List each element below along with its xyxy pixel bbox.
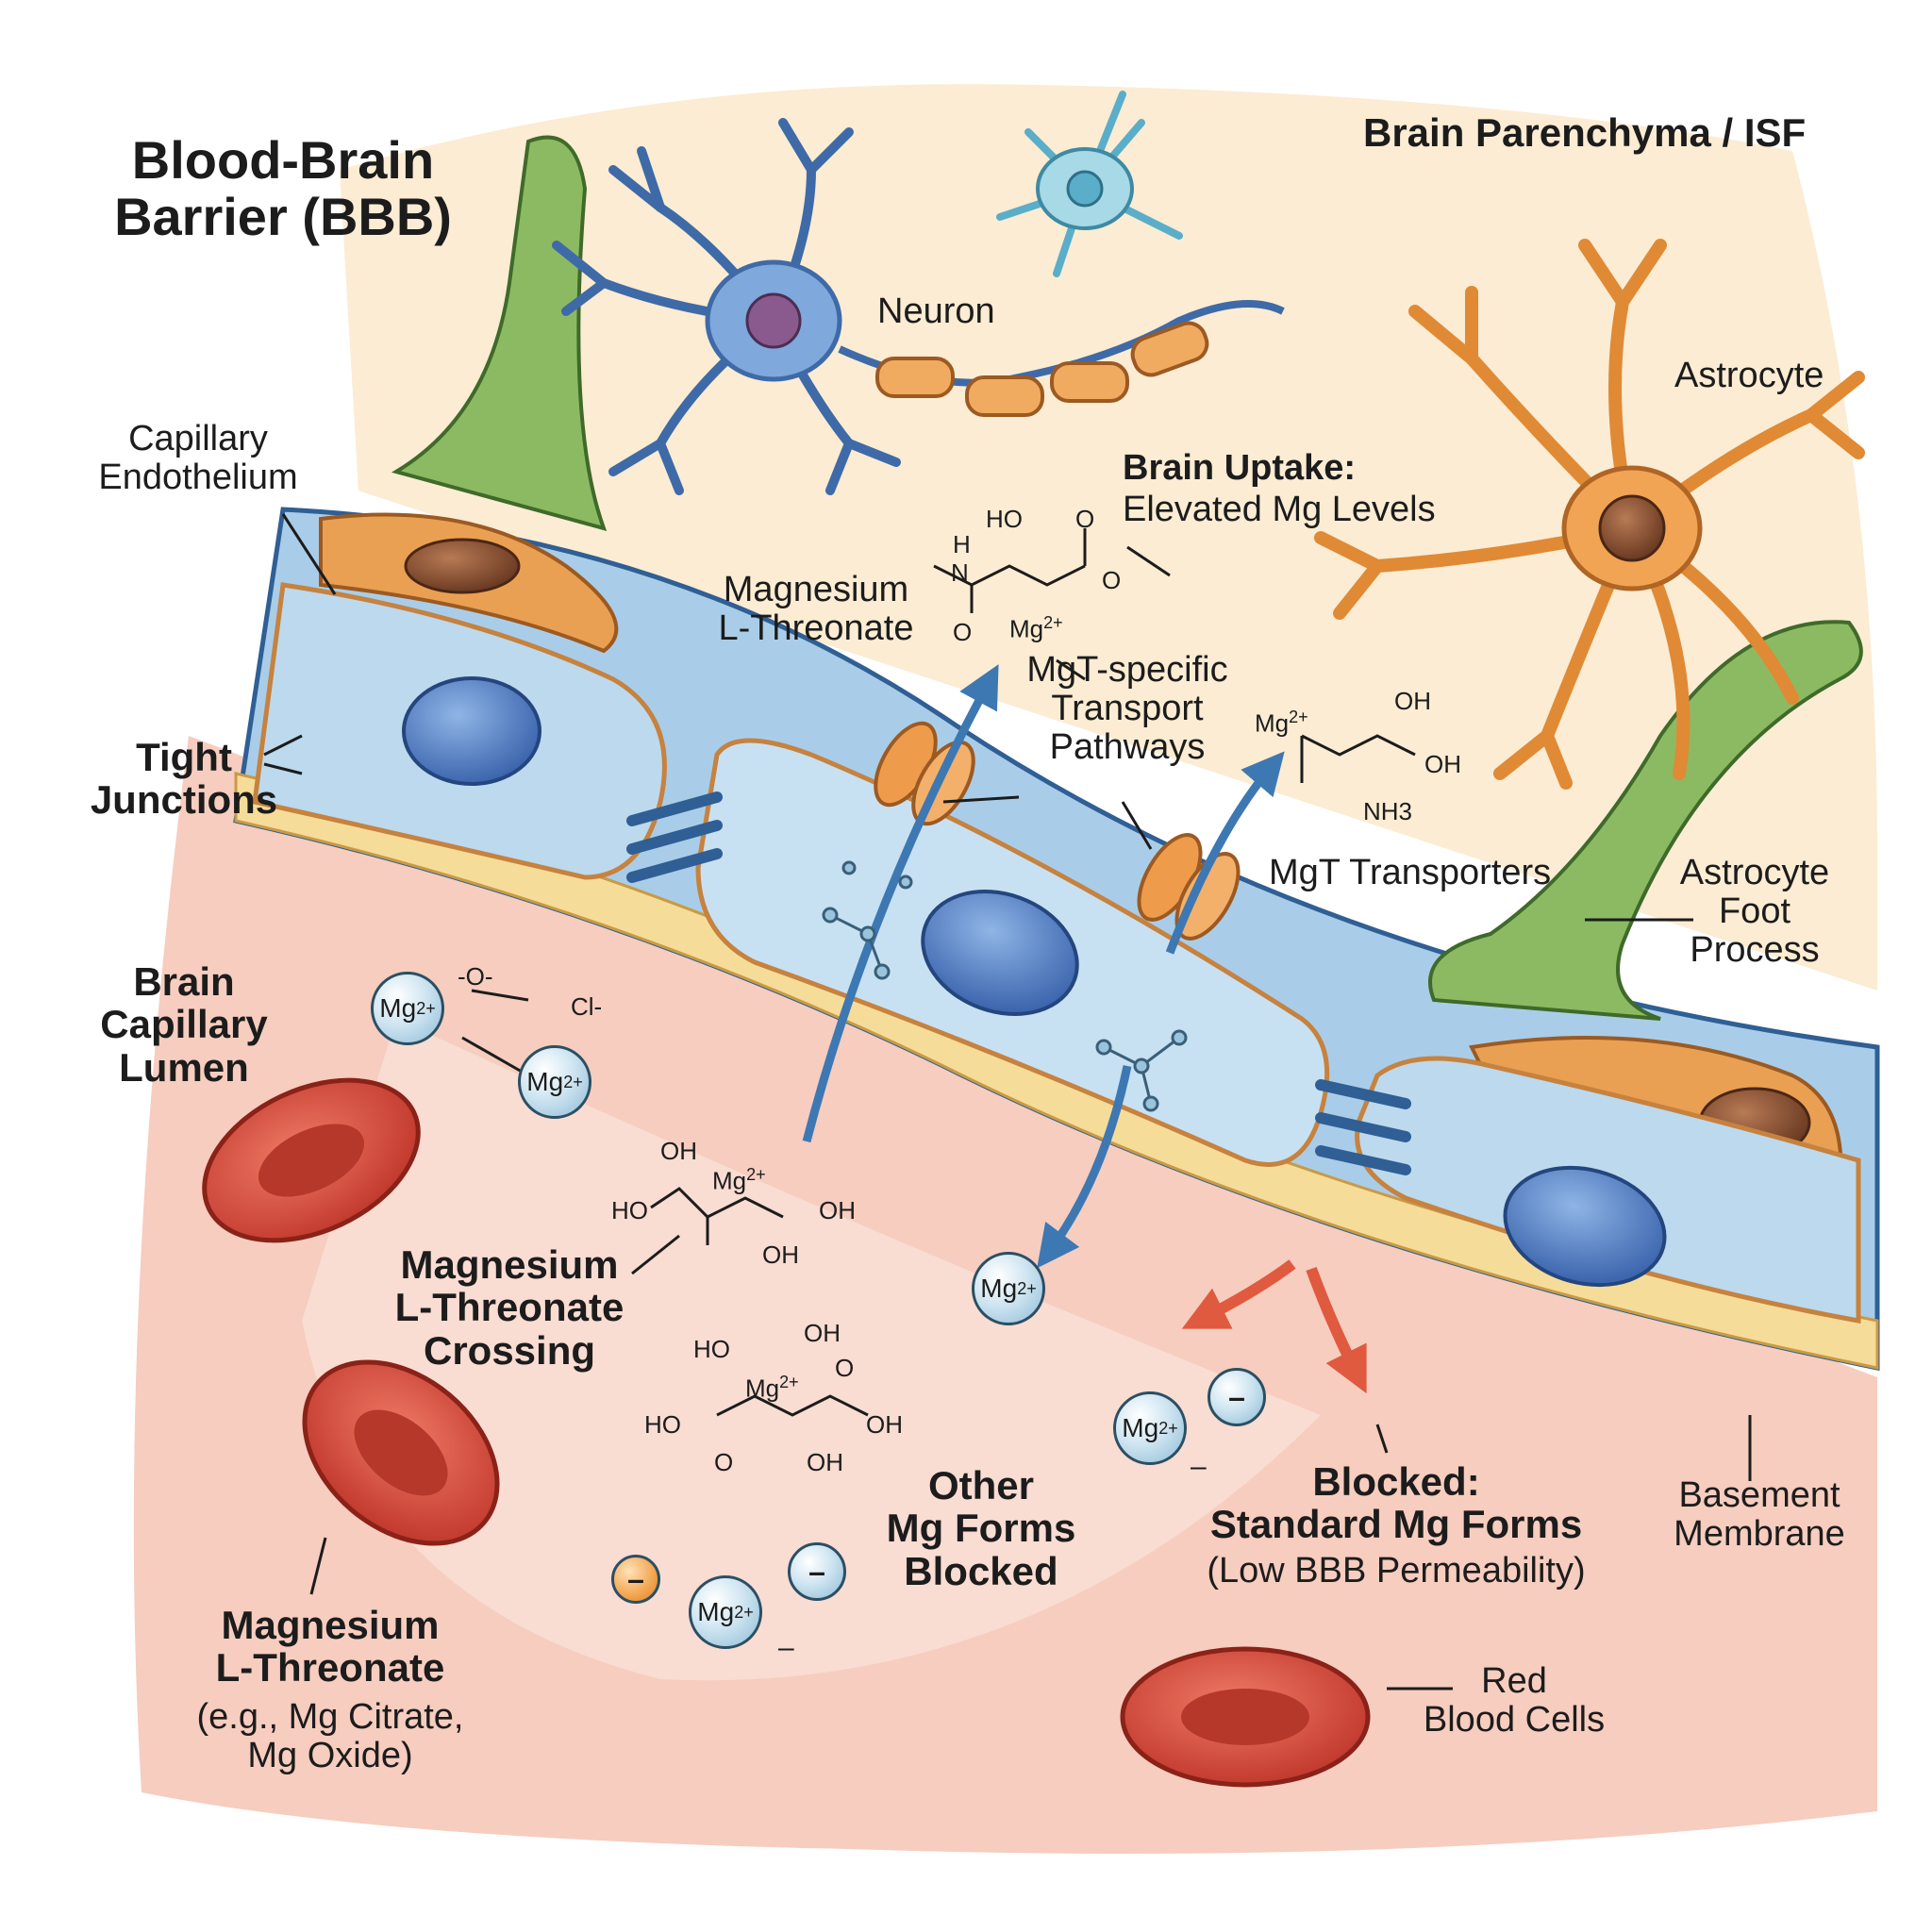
label-blocked-desc: (Low BBB Permeability) bbox=[1207, 1551, 1586, 1591]
red-blood-cell-3 bbox=[1120, 1646, 1371, 1788]
minus-sign-left: – bbox=[778, 1632, 794, 1663]
label-brain-uptake-desc: Elevated Mg Levels bbox=[1123, 490, 1436, 529]
tight-junction-left bbox=[626, 791, 723, 883]
astrocyte-nucleus bbox=[1598, 494, 1666, 562]
transport-arrow-2 bbox=[1165, 751, 1285, 955]
chem-low-mg: Mg2+ bbox=[745, 1373, 799, 1403]
blocked-arrow-2 bbox=[1306, 1266, 1367, 1394]
chem-right-mg: Mg2+ bbox=[1255, 708, 1308, 738]
chem-top-o2: O bbox=[1102, 566, 1122, 594]
chem-right-oh1: OH bbox=[1394, 687, 1431, 715]
molecule-cluster-1 bbox=[822, 860, 913, 980]
label-crossing: Magnesium L-Threonate Crossing bbox=[394, 1242, 625, 1373]
chem-top-ho: HO bbox=[986, 505, 1023, 533]
endothelial-nucleus-2 bbox=[921, 890, 1079, 1016]
tight-junction-right bbox=[1315, 1079, 1411, 1175]
label-capillary-endothelium: Capillary Endothelium bbox=[98, 419, 298, 498]
anion-orange: – bbox=[611, 1555, 660, 1604]
leader-lines bbox=[263, 513, 1752, 1690]
pericyte-nucleus bbox=[404, 538, 521, 594]
chem-oxide: -O- bbox=[458, 962, 493, 991]
region-label-parenchyma: Brain Parenchyma / ISF bbox=[1363, 110, 1807, 155]
label-astrocyte: Astrocyte bbox=[1674, 356, 1824, 395]
lumen-inner-glow bbox=[302, 1019, 1321, 1681]
label-other-blocked: Other Mg Forms Blocked bbox=[886, 1463, 1076, 1593]
label-tight-junctions: Tight Junctions bbox=[90, 735, 278, 823]
chem-low-ho2: HO bbox=[644, 1410, 681, 1439]
chem-cross-oh2: OH bbox=[819, 1196, 856, 1224]
transporter-2 bbox=[1137, 833, 1241, 941]
chem-low-oh3: OH bbox=[807, 1448, 843, 1476]
myelin-sheath bbox=[875, 321, 1209, 417]
diagram-title: Blood-Brain Barrier (BBB) bbox=[114, 130, 452, 247]
chem-right-oh2: OH bbox=[1424, 750, 1461, 778]
anion-right: – bbox=[1208, 1368, 1266, 1426]
chem-low-ho1: HO bbox=[693, 1335, 730, 1363]
astrocyte-foot-process-left bbox=[391, 135, 608, 531]
label-neuron: Neuron bbox=[877, 291, 995, 331]
red-blood-cell-1 bbox=[202, 1077, 421, 1243]
blocked-arrow-1 bbox=[1181, 1259, 1296, 1329]
label-mgt-pathways: MgT-specific Transport Pathways bbox=[1026, 650, 1228, 768]
efflux-arrow bbox=[1037, 1065, 1132, 1269]
region-label-lumen: Brain Capillary Lumen bbox=[100, 959, 268, 1090]
neuron-nucleus bbox=[745, 292, 802, 349]
chem-low-o2: O bbox=[714, 1448, 734, 1476]
chem-cross-oh3: OH bbox=[762, 1241, 799, 1269]
chem-top-o: O bbox=[1075, 505, 1095, 533]
endothelial-nucleus-3 bbox=[1503, 1165, 1667, 1288]
label-blocked-title: Blocked: Standard Mg Forms bbox=[1209, 1459, 1583, 1547]
chem-cross-mg: Mg2+ bbox=[712, 1165, 766, 1195]
astrocyte-foot-process-right bbox=[1428, 620, 1863, 1021]
chem-cross-oh1: OH bbox=[660, 1137, 697, 1165]
transport-arrow-1 bbox=[802, 664, 999, 1143]
label-foot-process: Astrocyte Foot Process bbox=[1679, 853, 1830, 971]
structure-strokes bbox=[471, 528, 1416, 1417]
chem-right-nh3: NH3 bbox=[1363, 797, 1413, 825]
chem-top-n: N bbox=[951, 558, 969, 587]
chem-low-o1: O bbox=[835, 1354, 855, 1382]
red-blood-cell-2 bbox=[302, 1359, 500, 1546]
label-basement-membrane: Basement Membrane bbox=[1674, 1475, 1845, 1555]
label-mgt-transporters: MgT Transporters bbox=[1269, 853, 1552, 892]
chem-cross-ho: HO bbox=[611, 1196, 648, 1224]
endothelial-nucleus-1 bbox=[402, 676, 541, 786]
chem-top-h: H bbox=[953, 530, 971, 558]
chem-top-o3: O bbox=[953, 618, 973, 646]
label-bottom-left-title: Magnesium L-Threonate bbox=[215, 1603, 445, 1690]
label-bottom-left-desc: (e.g., Mg Citrate, Mg Oxide) bbox=[196, 1697, 464, 1776]
chem-low-oh1: OH bbox=[804, 1319, 841, 1347]
chem-low-oh2: OH bbox=[866, 1410, 903, 1439]
minus-sign-right: – bbox=[1191, 1451, 1207, 1482]
label-brain-uptake-title: Brain Uptake: bbox=[1123, 448, 1357, 488]
label-mgt-molecule: Magnesium L-Threonate bbox=[718, 570, 914, 649]
molecule-cluster-2 bbox=[1095, 1029, 1188, 1112]
anion-left: – bbox=[788, 1542, 846, 1601]
chem-chloride: Cl- bbox=[571, 992, 603, 1021]
chem-top-mg: Mg2+ bbox=[1009, 613, 1063, 643]
label-red-blood-cells: Red Blood Cells bbox=[1423, 1661, 1606, 1740]
